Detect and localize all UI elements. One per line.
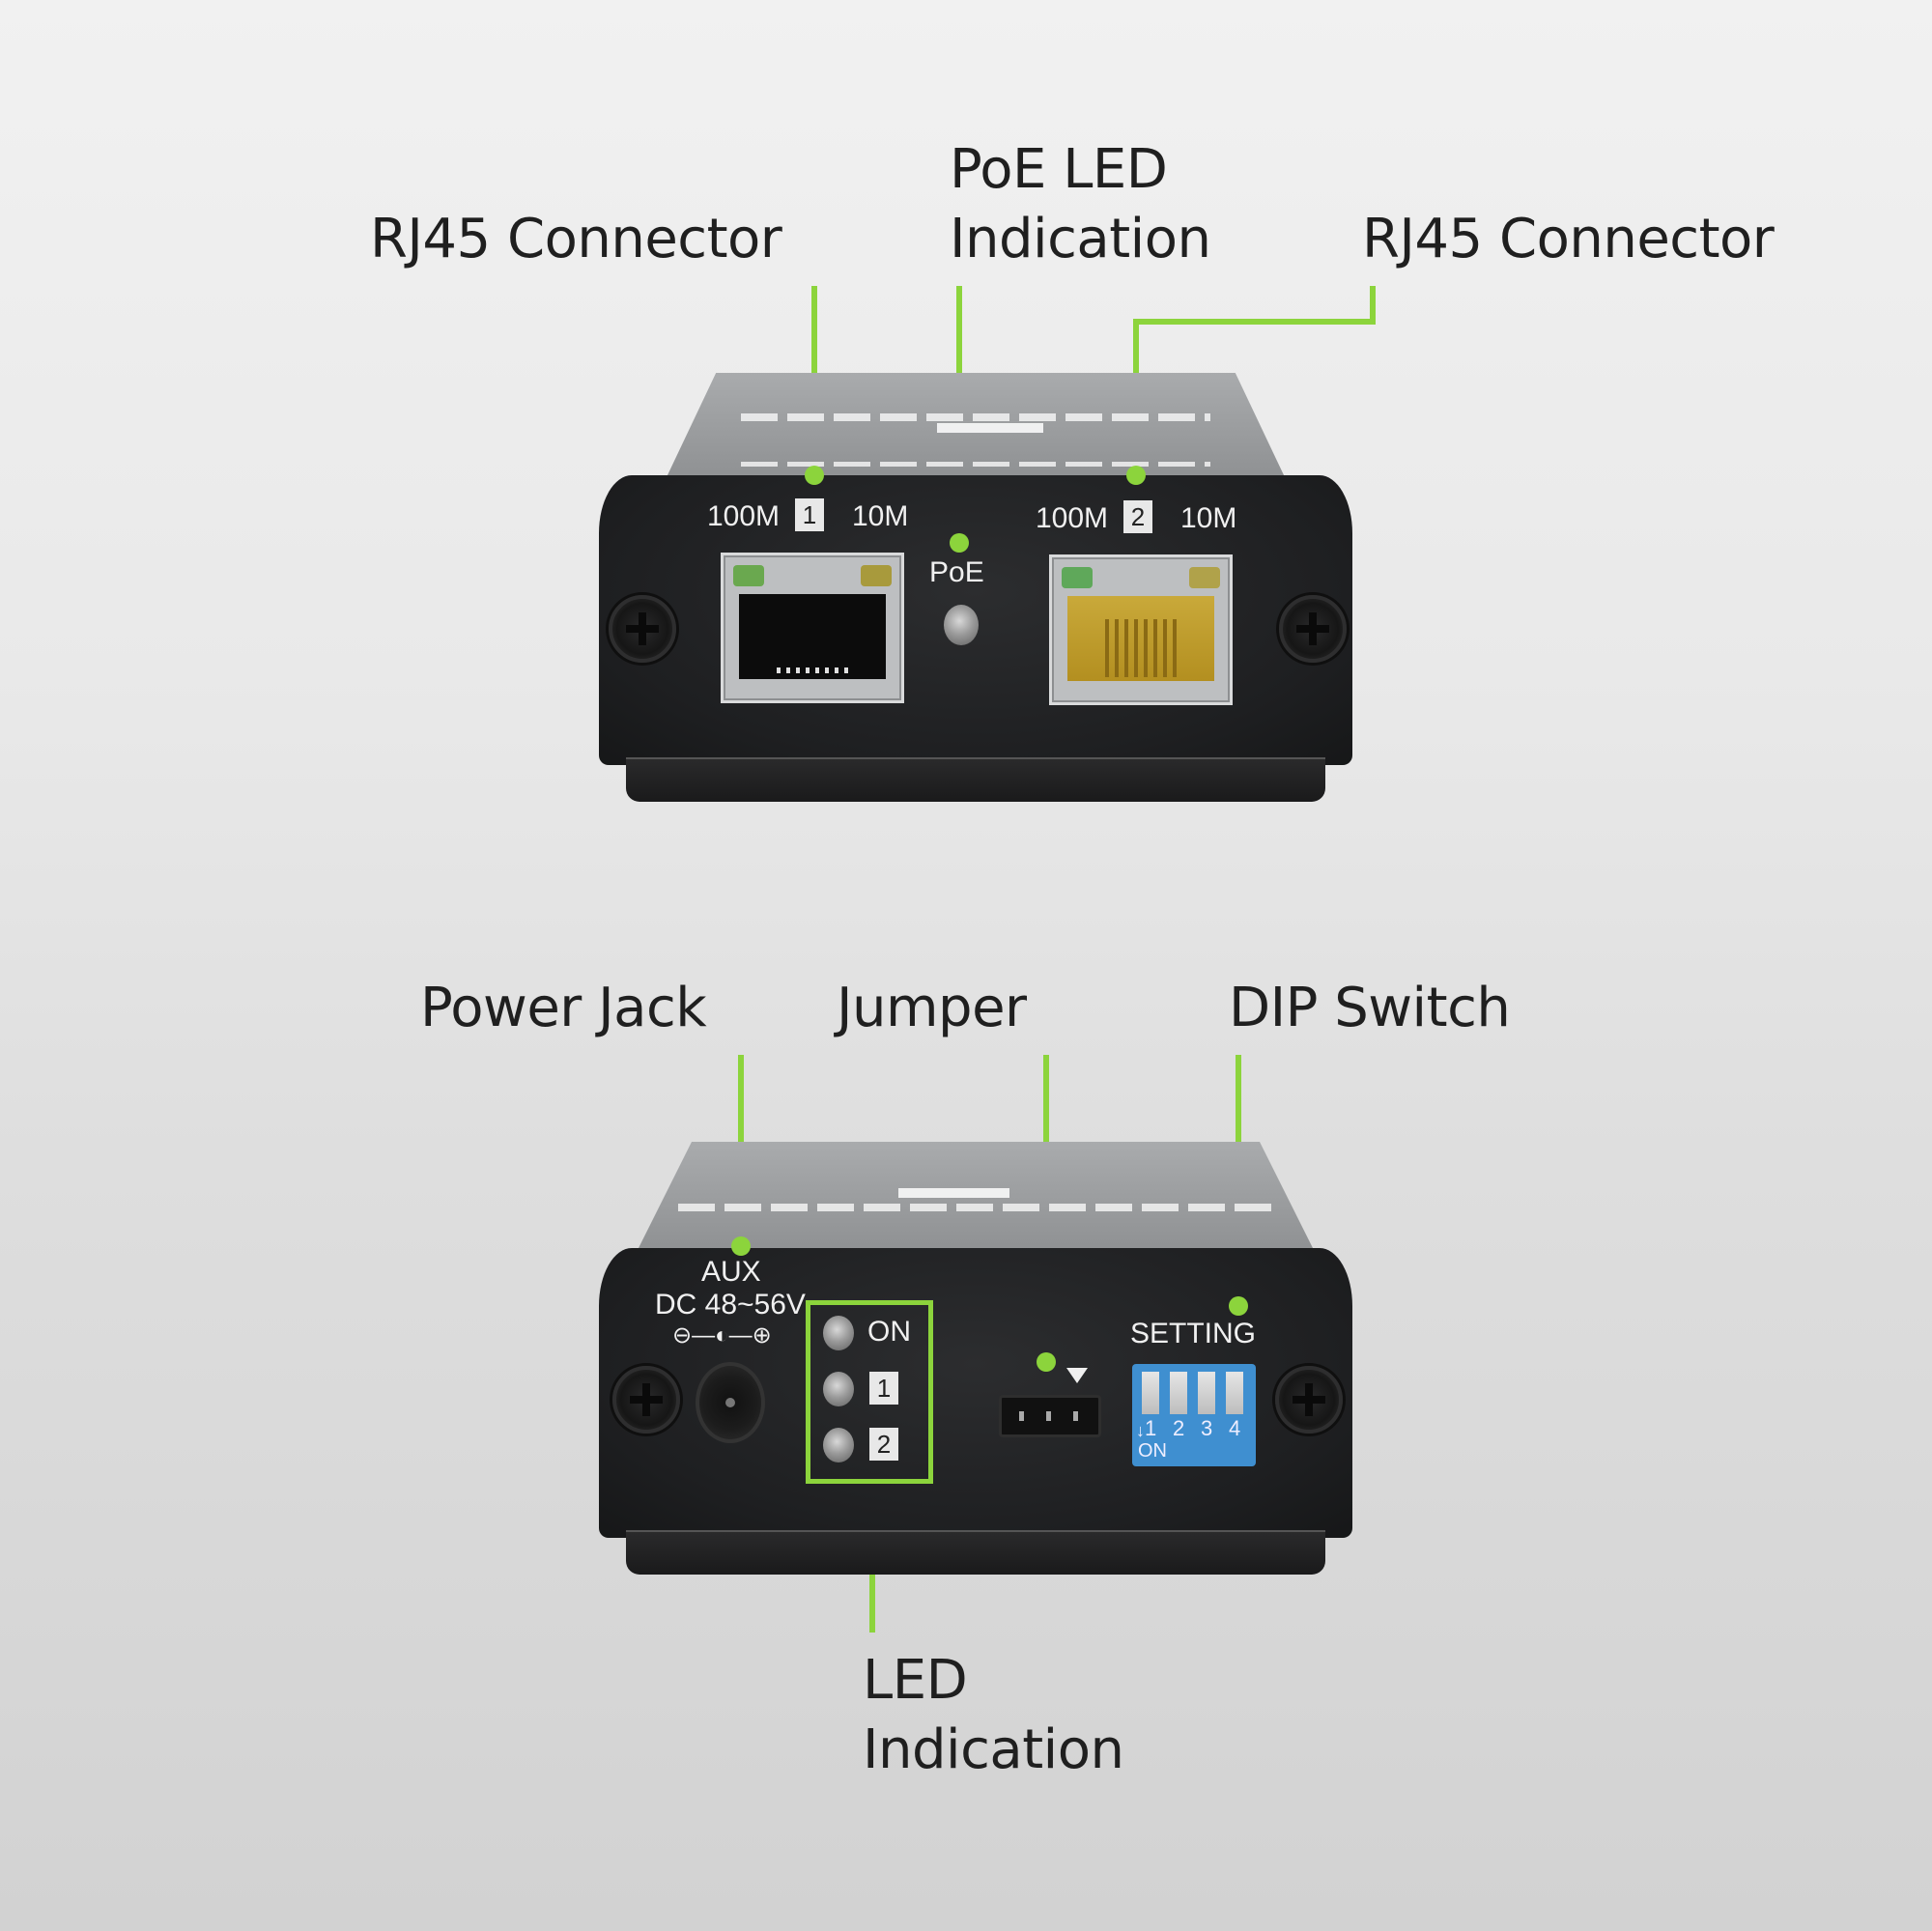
dip-number-2: 2	[1173, 1416, 1185, 1440]
callout-text-line-1: LED	[863, 1649, 968, 1712]
plate-printed-bar	[898, 1188, 1009, 1198]
port1-act-led-yellow	[861, 565, 892, 586]
poe-led-indicator	[944, 605, 979, 645]
callout-rj45-connector-left: RJ45 Connector	[370, 205, 782, 274]
plate-printed-bar	[937, 423, 1043, 433]
dip-switch-1[interactable]	[1142, 1372, 1159, 1414]
port2-number-badge: 2	[1123, 500, 1152, 533]
device-top-plate	[667, 373, 1285, 477]
callout-text: DIP Switch	[1229, 977, 1511, 1039]
screw-icon	[1275, 1366, 1343, 1434]
screw-icon	[609, 595, 676, 663]
plate-printed-text	[678, 1204, 1273, 1211]
rj45-pins	[1105, 619, 1177, 677]
rj45-port-1[interactable]	[721, 553, 904, 703]
leader-dot-dip-switch	[1229, 1296, 1248, 1316]
callout-led-indication: LED Indication	[863, 1646, 1124, 1785]
dip-arrow-icon: ↓	[1136, 1421, 1145, 1440]
rj45-socket	[739, 594, 886, 679]
led-on-label: ON	[867, 1316, 911, 1348]
leader-line-rj45-right-horizontal	[1133, 319, 1376, 325]
jumper-header[interactable]	[999, 1395, 1101, 1437]
front-panel-device: 100M 1 10M PoE 100M 2 10M	[599, 373, 1352, 817]
callout-text-line-2: Indication	[863, 1718, 1124, 1781]
port2-speed-100m-label: 100M	[1036, 502, 1109, 534]
port2-speed-10m-label: 10M	[1180, 502, 1237, 534]
led-on-indicator	[823, 1316, 854, 1350]
port1-number-badge: 1	[795, 498, 824, 531]
callout-power-jack: Power Jack	[420, 974, 707, 1043]
callout-jumper: Jumper	[837, 974, 1027, 1043]
leader-dot-jumper	[1037, 1352, 1056, 1372]
dip-switch-2[interactable]	[1170, 1372, 1187, 1414]
rj45-pins	[777, 667, 848, 673]
dip-switch-4[interactable]	[1226, 1372, 1243, 1414]
device-base-flange	[626, 1530, 1325, 1575]
power-jack-dc-input[interactable]	[696, 1362, 765, 1443]
rj45-socket	[1067, 596, 1214, 681]
dip-number-3: 3	[1201, 1416, 1213, 1440]
jumper-marker-triangle-icon	[1066, 1368, 1088, 1383]
rear-panel-device: AUX DC 48~56V ⊖—◐—⊕ ON 1 2 SETTING ↓ 1 2…	[599, 1142, 1352, 1586]
led-port2-label: 2	[869, 1428, 898, 1461]
callout-text: RJ45 Connector	[370, 208, 782, 270]
callout-text-line-2: Indication	[950, 208, 1211, 270]
aux-label: AUX	[701, 1256, 761, 1288]
callout-text-line-1: PoE LED	[950, 138, 1168, 201]
dip-on-label: ON	[1138, 1440, 1167, 1462]
led-port2-indicator	[823, 1428, 854, 1462]
dip-number-1: 1	[1145, 1416, 1157, 1440]
device-top-plate	[638, 1142, 1314, 1250]
callout-poe-led-indication: PoE LED Indication	[950, 135, 1211, 274]
leader-dot-rj45-right	[1126, 466, 1146, 485]
port1-speed-10m-label: 10M	[852, 500, 909, 532]
screw-icon	[1279, 595, 1347, 663]
callout-text: RJ45 Connector	[1362, 208, 1775, 270]
callout-rj45-connector-right: RJ45 Connector	[1362, 205, 1775, 274]
callout-text: Jumper	[837, 977, 1027, 1039]
port1-link-led-green	[733, 565, 764, 586]
callout-text: Power Jack	[420, 977, 707, 1039]
plate-printed-text	[740, 413, 1211, 421]
screw-icon	[612, 1366, 680, 1434]
led-port1-label: 1	[869, 1372, 898, 1405]
callout-dip-switch: DIP Switch	[1229, 974, 1511, 1043]
poe-label: PoE	[929, 556, 984, 588]
device-base-flange	[626, 757, 1325, 802]
leader-dot-rj45-left	[805, 466, 824, 485]
dip-number-4: 4	[1229, 1416, 1241, 1440]
leader-line-rj45-right-vertical-a	[1370, 286, 1376, 325]
port1-speed-100m-label: 100M	[707, 500, 781, 532]
dip-switch-block: ↓ 1 2 3 4 ON	[1132, 1364, 1256, 1466]
dip-switch-3[interactable]	[1198, 1372, 1215, 1414]
port2-act-led-yellow	[1189, 567, 1220, 588]
rj45-port-2[interactable]	[1049, 554, 1233, 705]
leader-dot-poe-led	[950, 533, 969, 553]
polarity-symbol: ⊖—◐—⊕	[672, 1322, 772, 1349]
leader-dot-power-jack	[731, 1236, 751, 1256]
voltage-label: DC 48~56V	[655, 1289, 806, 1320]
plate-printed-text-small	[740, 462, 1211, 467]
setting-label: SETTING	[1130, 1318, 1257, 1349]
led-indication-highlight-box	[806, 1300, 933, 1484]
port2-link-led-green	[1062, 567, 1093, 588]
led-port1-indicator	[823, 1372, 854, 1406]
